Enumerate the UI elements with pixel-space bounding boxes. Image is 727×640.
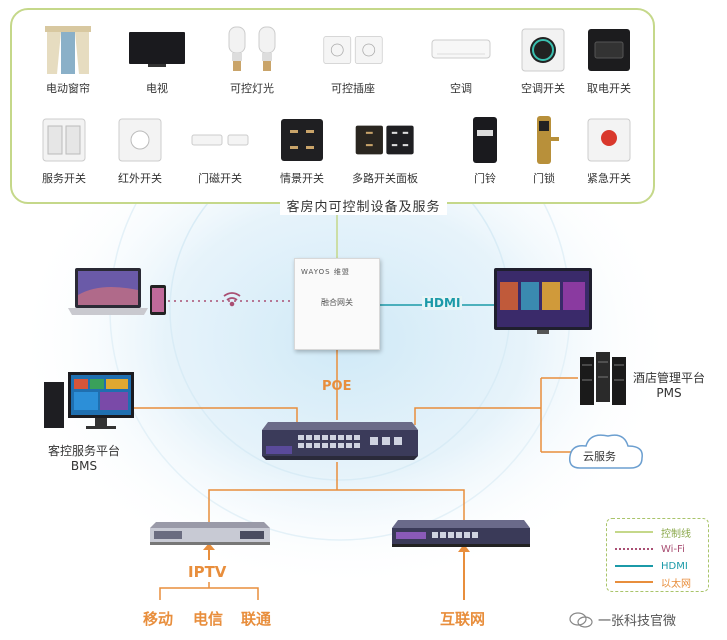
carrier-mobile: 移动 [143,610,174,628]
device-tv: 电视 [127,22,187,96]
multi-switch-icon [355,125,414,155]
device-label: 空调 [450,82,472,95]
card-switch-icon [588,29,630,71]
desktop-computer-icon [44,372,134,429]
pms-label: 酒店管理平台 PMS [624,371,714,401]
curtain-icon [45,26,91,74]
emergency-switch-icon [587,118,631,162]
device-label: 电动窗帘 [46,82,90,95]
pms-label-line2: PMS [656,386,682,400]
pms-label-line1: 酒店管理平台 [632,371,705,385]
legend-item-ethernet: 以太网 [615,575,691,590]
socket-icon [323,36,383,64]
device-curtain: 电动窗帘 [38,22,98,96]
wechat-icon [569,611,593,628]
internet-label: 互联网 [440,610,486,628]
legend: 控制线 Wi-Fi HDMI 以太网 [606,518,709,592]
carrier-telecom: 电信 [193,610,224,628]
infrared-switch-icon [118,118,162,162]
gateway-device: WAYOS 维盟 融合网关 [294,258,380,350]
legend-item-hdmi: HDMI [615,559,688,573]
scene-switch-icon [281,119,323,161]
tv-icon [129,32,185,67]
ethernet-line-right [414,407,541,425]
iptv-server-icon [150,522,270,545]
legend-swatch [615,531,653,533]
door-lock-icon [537,116,559,164]
gateway-name: 融合网关 [321,298,353,307]
thermostat-icon [521,28,565,72]
ethernet-line-split [208,489,465,522]
device-socket: 可控插座 [323,22,383,96]
device-door-sensor: 门磁开关 [190,112,250,186]
device-label: 服务开关 [42,172,86,185]
legend-item-wifi: Wi-Fi [615,542,685,556]
server-rack-icon [580,352,626,405]
gateway-brand: WAYOS 维盟 [301,268,350,276]
device-label: 门锁 [533,172,555,185]
cloud-icon [568,434,643,469]
legend-label: 控制线 [661,528,691,540]
device-label: 紧急开关 [587,172,631,185]
device-ac: 空调 [431,22,491,96]
device-multi-switch: 多路开关面板 [352,112,418,186]
device-service-switch: 服务开关 [34,112,94,186]
cloud-label: 云服务 [583,450,616,463]
legend-item-control: 控制线 [615,525,691,540]
carrier-lines [159,587,259,600]
legend-swatch [615,565,653,567]
carrier-unicom: 联通 [241,610,272,628]
device-label: 红外开关 [118,172,162,185]
poe-label: POE [322,379,352,394]
bulb-icon [228,26,276,71]
device-label: 情景开关 [280,172,324,185]
legend-label: HDMI [661,560,688,572]
internet-arrowhead [458,544,470,552]
device-label: 门铃 [474,172,496,185]
wifi-icon [223,292,241,307]
service-switch-icon [42,118,86,162]
legend-swatch [615,581,653,583]
hdmi-label: HDMI [422,296,463,310]
device-ac-switch: 空调开关 [513,22,573,96]
bms-label: 客控服务平台 BMS [48,444,120,474]
device-emergency-switch: 紧急开关 [579,112,639,186]
legend-swatch [615,548,653,550]
iptv-arrowhead [203,543,215,550]
phone-icon [150,285,166,315]
device-label: 可控灯光 [230,82,274,95]
bms-label-line2: BMS [70,459,98,473]
smart-tv-icon [494,268,592,334]
router-icon [392,520,530,547]
watermark-text: 一张科技官微 [598,614,677,629]
device-label: 可控插座 [331,82,375,95]
panel-caption-text: 客房内可控制设备及服务 [280,200,447,215]
watermark: 一张科技官微 [568,610,676,629]
device-label: 电视 [146,82,168,95]
device-door-lock: 门锁 [514,112,574,186]
device-label: 门磁开关 [198,172,242,185]
device-card-switch: 取电开关 [579,22,639,96]
device-infrared-switch: 红外开关 [110,112,170,186]
panel-caption: 客房内可控制设备及服务 [0,196,727,215]
bms-label-line1: 客控服务平台 [48,444,121,458]
poe-switch-icon [262,422,418,460]
device-label: 取电开关 [587,82,631,95]
doorbell-icon [473,117,497,163]
door-sensor-icon [191,134,249,146]
device-label: 多路开关面板 [352,172,418,185]
legend-label: 以太网 [661,578,691,590]
iptv-label: IPTV [188,563,227,581]
legend-label: Wi-Fi [661,543,685,555]
device-doorbell: 门铃 [455,112,515,186]
device-light: 可控灯光 [222,22,282,96]
ethernet-line-bms [134,407,298,425]
air-conditioner-icon [431,39,491,59]
laptop-icon [68,268,148,315]
device-label: 空调开关 [521,82,565,95]
device-scene-switch: 情景开关 [272,112,332,186]
